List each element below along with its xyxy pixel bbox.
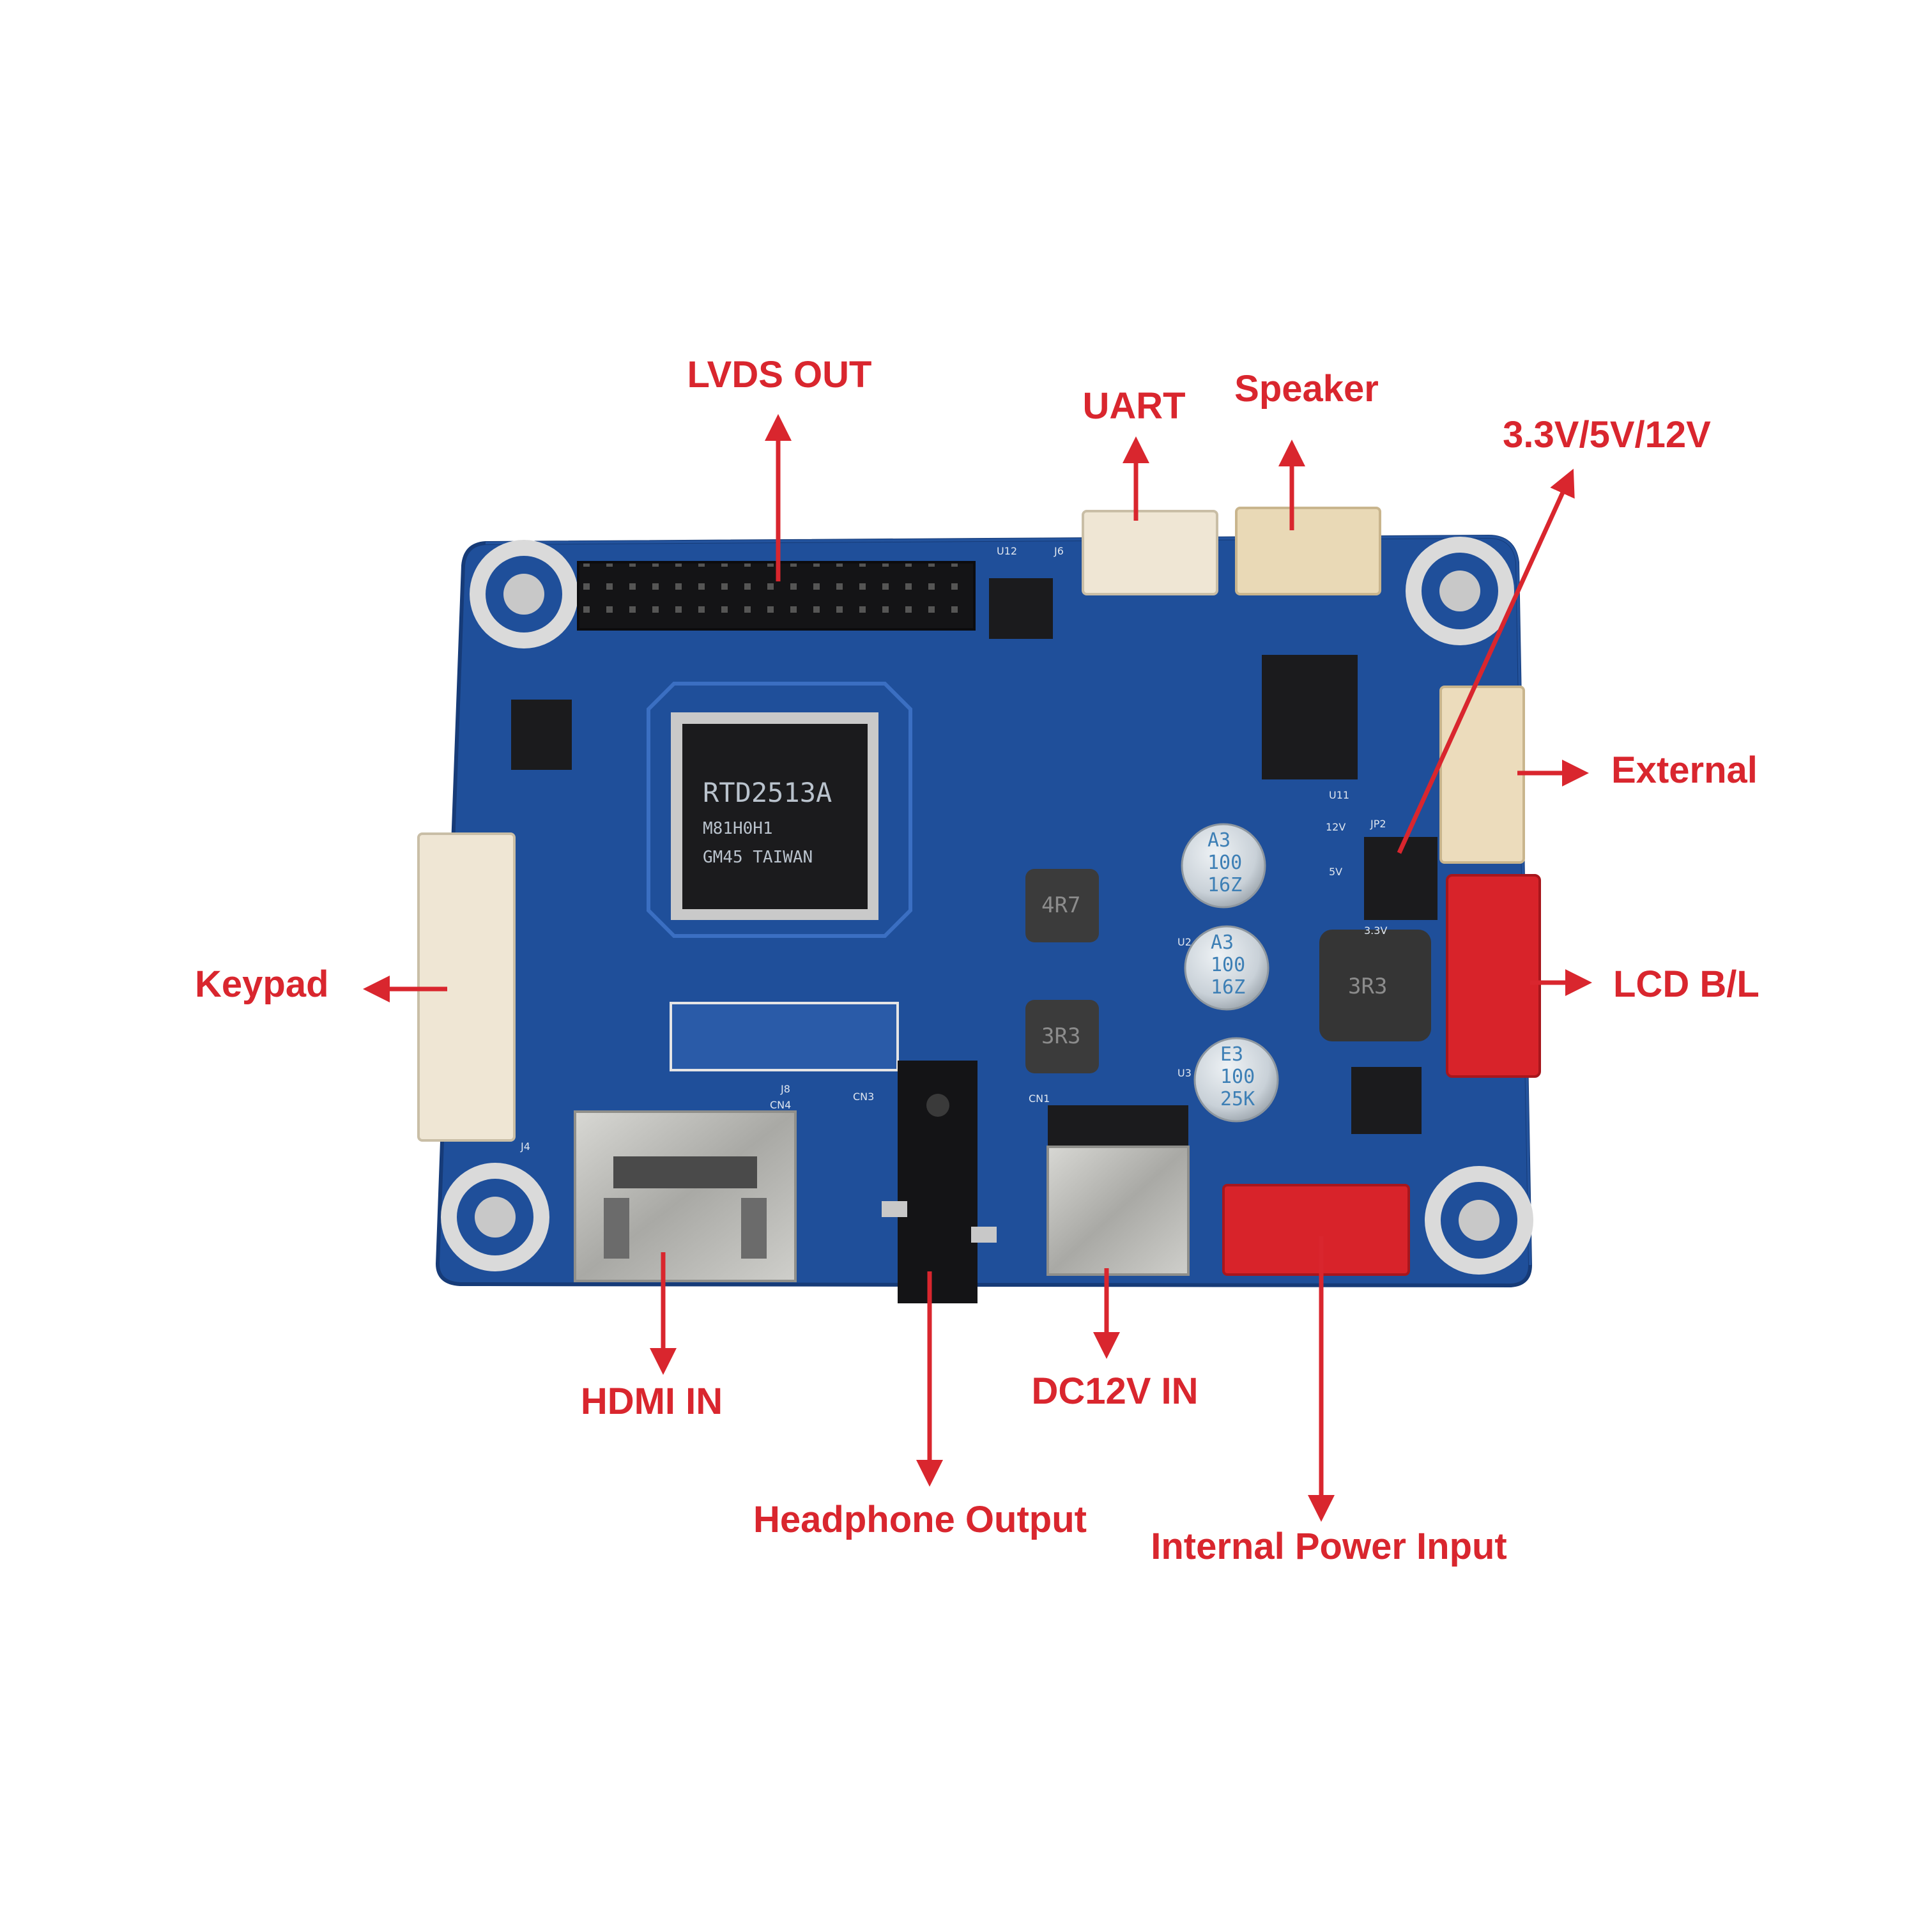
capacitor-label: A3 — [1211, 931, 1234, 954]
label-dc12v-in: DC12V IN — [1031, 1370, 1198, 1412]
mounting-hole — [1406, 537, 1514, 645]
label-internal-power-input: Internal Power Input — [1151, 1526, 1507, 1567]
pcb-board: RTD2513A M81H0H1 GM45 TAIWAN 4R7 3R3 — [417, 507, 1541, 1303]
inductor-label: 4R7 — [1041, 893, 1080, 918]
capacitor: E3 100 25K — [1193, 1037, 1279, 1123]
chip-code-text: M81H0H1 — [703, 819, 773, 838]
mounting-hole — [1425, 1166, 1533, 1275]
silkscreen-label: U12 — [997, 545, 1017, 557]
dc-jack — [1046, 1105, 1190, 1276]
pin-header — [670, 1002, 899, 1071]
label-uart: UART — [1082, 385, 1185, 427]
silkscreen-label: J6 — [1054, 545, 1064, 557]
audio-ic — [1262, 655, 1358, 779]
capacitor-label: 100 — [1220, 1066, 1255, 1088]
capacitor-label: 16Z — [1208, 874, 1242, 896]
callout-labels: LVDS OUT UART Speaker 3.3V/5V/12V Extern… — [195, 354, 1759, 1567]
mounting-hole — [470, 540, 578, 648]
label-speaker: Speaker — [1234, 368, 1379, 410]
eeprom-chip — [511, 700, 572, 770]
silkscreen-label: U11 — [1329, 789, 1349, 801]
silkscreen-label: 12V — [1326, 821, 1346, 833]
capacitor-label: A3 — [1208, 829, 1230, 852]
chip-model-text: RTD2513A — [703, 777, 832, 808]
silkscreen-label: CN1 — [1029, 1092, 1050, 1105]
capacitor-label: E3 — [1220, 1043, 1243, 1066]
capacitor-label: 100 — [1208, 852, 1242, 874]
chip-origin-text: GM45 TAIWAN — [703, 848, 813, 867]
silkscreen-label: 5V — [1329, 866, 1342, 878]
silkscreen-label: 3.3V — [1364, 924, 1387, 937]
label-external: External — [1611, 749, 1758, 791]
silkscreen-label: U2 — [1177, 936, 1192, 948]
label-voltage: 3.3V/5V/12V — [1503, 414, 1711, 456]
label-lcd-bl: LCD B/L — [1613, 963, 1759, 1005]
label-keypad: Keypad — [195, 963, 329, 1005]
u12-chip — [989, 578, 1053, 639]
callout-arrows — [363, 414, 1592, 1522]
inductor: 4R7 — [1025, 869, 1099, 942]
label-headphone-output: Headphone Output — [753, 1499, 1087, 1540]
capacitor-label: 100 — [1211, 954, 1245, 976]
arrow-voltage — [1397, 468, 1575, 854]
headphone-jack — [882, 1061, 997, 1303]
inductor: 3R3 — [1319, 930, 1431, 1041]
label-hdmi-in: HDMI IN — [581, 1381, 723, 1422]
capacitor: A3 100 16Z — [1184, 925, 1269, 1011]
main-chip: RTD2513A M81H0H1 GM45 TAIWAN — [647, 682, 912, 938]
capacitor-label: 16Z — [1211, 976, 1245, 999]
inductor-label: 3R3 — [1041, 1023, 1080, 1049]
speaker-connector — [1235, 507, 1381, 595]
uart-connector — [1082, 510, 1218, 595]
capacitor: A3 100 16Z — [1181, 823, 1266, 908]
inductor-label: 3R3 — [1348, 974, 1387, 999]
silkscreen-label: J4 — [520, 1140, 530, 1153]
silkscreen-label: U3 — [1177, 1067, 1192, 1079]
silkscreen-label: JP2 — [1370, 818, 1386, 830]
silkscreen-label: CN3 — [853, 1091, 874, 1103]
mounting-hole — [441, 1163, 549, 1271]
regulator-chip — [1351, 1067, 1422, 1134]
label-lvds-out: LVDS OUT — [687, 354, 872, 395]
inductor: 3R3 — [1025, 1000, 1099, 1073]
external-connector — [1439, 686, 1525, 864]
silkscreen-label: CN4 — [770, 1099, 791, 1111]
lcd-backlight-connector — [1446, 874, 1541, 1078]
internal-power-connector — [1222, 1184, 1410, 1276]
capacitor-label: 25K — [1220, 1088, 1255, 1110]
silkscreen-label: J8 — [780, 1083, 790, 1095]
hdmi-port — [574, 1110, 797, 1282]
